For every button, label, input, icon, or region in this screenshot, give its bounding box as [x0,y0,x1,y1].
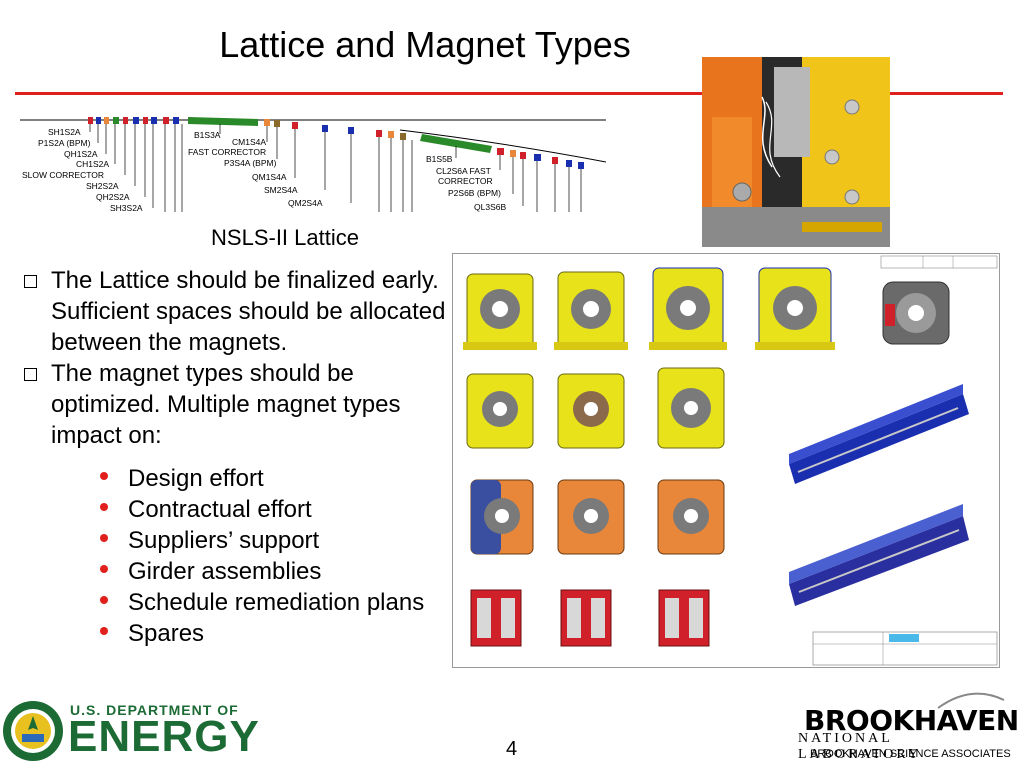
dot-bullet-icon [100,596,108,604]
lattice-label: QL3S6B [474,202,506,212]
lattice-label: SH2S2A [86,181,119,191]
dot-bullet-icon [100,565,108,573]
bullet-text: The magnet types should be optimized. Mu… [51,360,401,449]
title-divider [15,92,1003,95]
bnl-line1: BROOKHAVEN [804,704,1019,737]
lattice-label: B1S5B [426,154,453,164]
main-bullet-list: The Lattice should be finalized early. S… [22,265,452,451]
lattice-label: FAST CORRECTOR [188,147,266,157]
sub-bullet-item: Design effort [100,463,460,494]
lattice-label: CH1S2A [76,159,109,169]
lattice-label: P1S2A (BPM) [38,138,91,148]
bnl-line3-wrap: BROOKHAVEN SCIENCE ASSOCIATES [810,748,1011,760]
sub-bullet-list: Design effort Contractual effort Supplie… [100,463,460,649]
lattice-label: CL2S6A FAST [436,166,491,176]
doe-line2: ENERGY [68,712,260,761]
doe-line1: U.S. DEPARTMENT OF [70,702,239,718]
sub-bullet-item: Suppliers’ support [100,525,460,556]
sub-bullet-item: Schedule remediation plans [100,587,460,618]
slide-title: Lattice and Magnet Types [219,24,631,65]
bnl-logo: BROOKHAVEN NATIONAL LABORATORY BROOKHAVE… [796,690,1019,768]
bullet-item: The magnet types should be optimized. Mu… [22,358,452,451]
magnet-types-drawing [452,253,1000,668]
page-number: 4 [506,738,518,760]
dot-bullet-icon [100,534,108,542]
sub-bullet-item: Spares [100,618,460,649]
lattice-label: QM2S4A [288,198,323,208]
dot-bullet-icon [100,627,108,635]
sub-bullet-text: Girder assemblies [128,558,322,585]
lattice-diagram: SH1S2A P1S2A (BPM) QH1S2A CH1S2A SLOW CO… [20,112,606,216]
sub-bullet-text: Spares [128,620,205,647]
lattice-label: P2S6B (BPM) [448,188,501,198]
checkbox-bullet-icon [24,368,37,381]
magnet-photo [702,57,890,247]
sub-bullet-text: Contractual effort [128,496,312,523]
sub-bullet-item: Contractual effort [100,494,460,525]
lattice-label: SLOW CORRECTOR [22,170,104,180]
lattice-label: QH1S2A [64,149,98,159]
sub-bullet-item: Girder assemblies [100,556,460,587]
bullet-text: The Lattice should be finalized early. S… [51,267,446,356]
lattice-label: SH1S2A [48,127,81,137]
bnl-swoosh-icon [937,692,1005,709]
bnl-line3: BROOKHAVEN SCIENCE ASSOCIATES [810,748,1011,760]
lattice-label: SM2S4A [264,185,298,195]
sub-bullet-text: Suppliers’ support [128,527,320,554]
lattice-label: QM1S4A [252,172,287,182]
lattice-label: B1S3A [194,130,221,140]
sub-bullet-text: Design effort [128,465,264,492]
dot-bullet-icon [100,472,108,480]
bullet-item: The Lattice should be finalized early. S… [22,265,452,358]
doe-logo: U.S. DEPARTMENT OF ENERGY [2,696,259,768]
dot-bullet-icon [100,503,108,511]
sub-bullet-text: Schedule remediation plans [128,589,425,616]
checkbox-bullet-icon [24,275,37,288]
lattice-label: P3S4A (BPM) [224,158,277,168]
lattice-label: QH2S2A [96,192,130,202]
doe-seal-icon [3,701,63,761]
lattice-label: SH3S2A [110,203,143,213]
lattice-caption: NSLS-II Lattice [211,225,359,250]
bnl-line2: NATIONAL LABORATORY [798,731,922,762]
lattice-label: CORRECTOR [438,176,493,186]
lattice-label: CM1S4A [232,137,266,147]
